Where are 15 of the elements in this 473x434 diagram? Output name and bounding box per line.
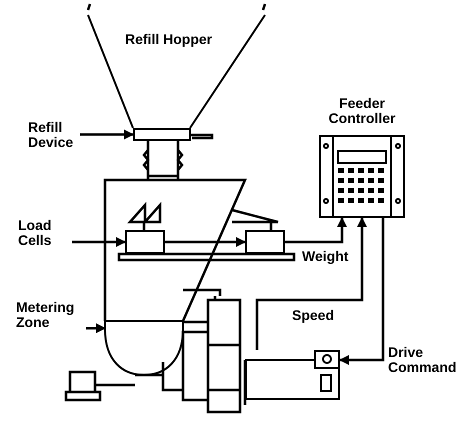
callout-label: Refill Device — [28, 120, 80, 152]
signal-arrow — [339, 218, 384, 365]
edge-label: Speed — [292, 308, 334, 323]
callout-label: Metering Zone — [16, 300, 86, 332]
signal-arrow — [256, 217, 367, 350]
hopper-label: Refill Hopper — [125, 32, 212, 47]
callout-label: Load Cells — [18, 218, 72, 250]
leader-arrow — [86, 323, 106, 334]
signal-arrow — [285, 217, 347, 244]
leader-arrow — [80, 130, 134, 140]
leader-arrow — [72, 237, 126, 247]
signal-arrow — [165, 237, 246, 247]
edge-label: Drive Command — [388, 345, 458, 375]
controller-label: Feeder Controller — [328, 96, 396, 126]
edge-label: Weight — [302, 249, 348, 264]
